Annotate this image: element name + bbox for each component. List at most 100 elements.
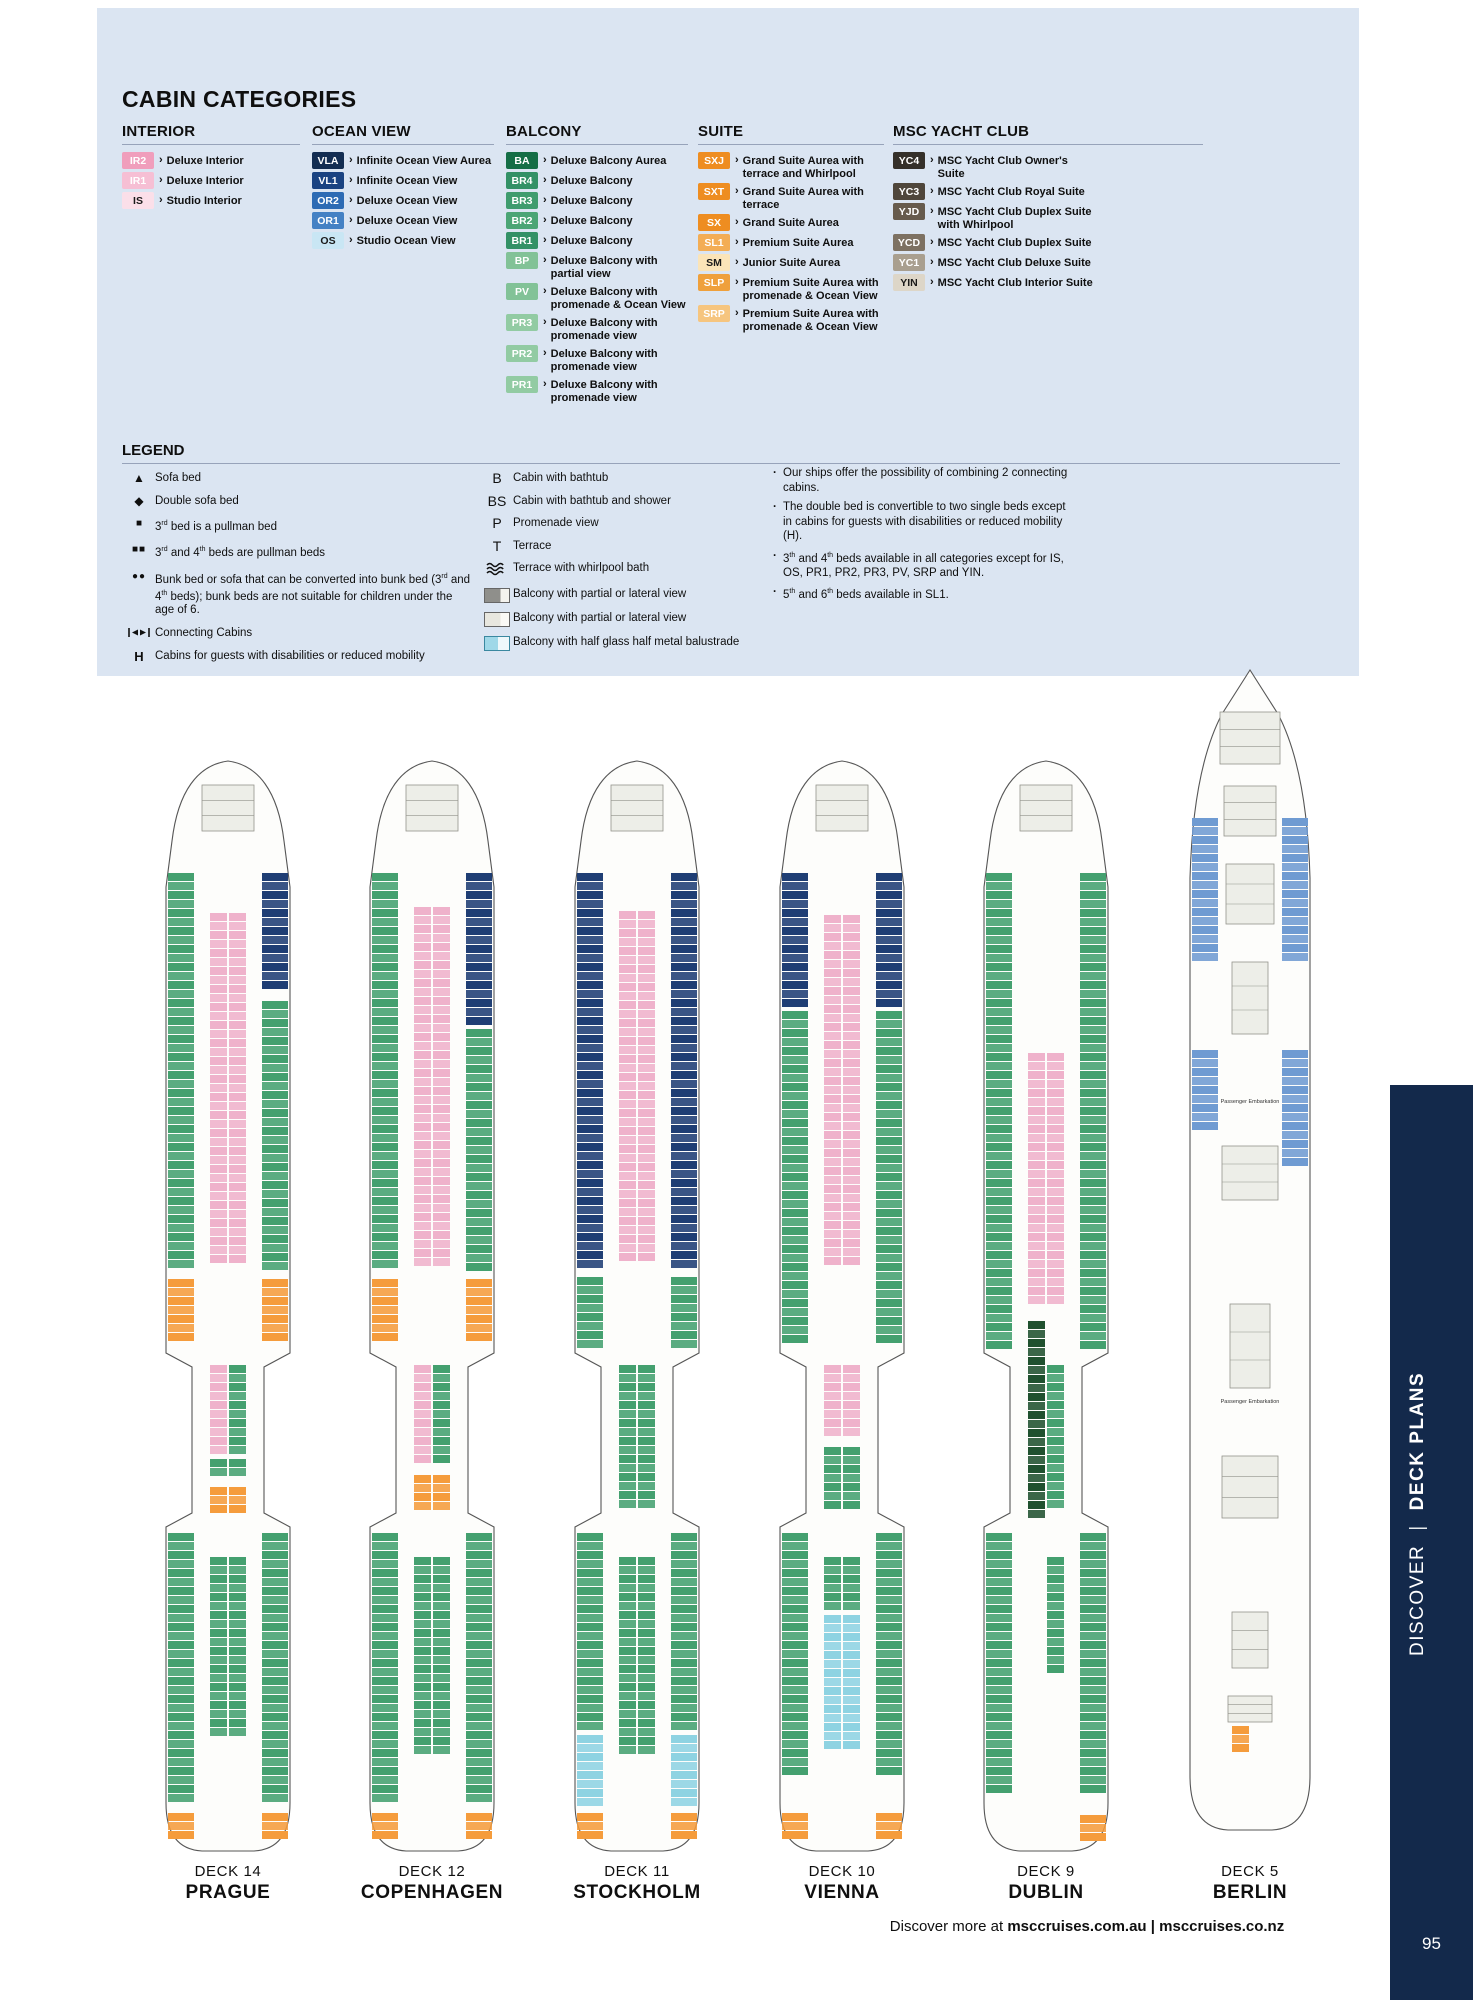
legend-symbol-row: ■3rd bed is a pullman bed	[123, 517, 473, 534]
category-row: PR2›Deluxe Balcony with promenade view	[506, 345, 688, 373]
bathtub-icon: B	[492, 470, 502, 486]
pullman-beds-icon: ■■	[131, 544, 147, 556]
legend-label: Sofa bed	[155, 472, 202, 484]
note-text: 3th and 4th beds available in all catego…	[783, 551, 1064, 579]
category-code-badge: IR2	[122, 152, 154, 169]
category-row: OR1›Deluxe Ocean View	[312, 212, 494, 229]
category-code-badge: BR3	[506, 192, 538, 209]
category-row: BR2 ›Deluxe Balcony	[506, 212, 688, 229]
category-code-badge: BA	[506, 152, 538, 169]
category-description: Studio Interior	[166, 195, 242, 207]
category-row: SL1›Premium Suite Aurea	[698, 234, 884, 251]
category-row: IR2›Deluxe Interior	[122, 152, 300, 169]
category-description: Grand Suite Aurea with terrace and Whirl…	[742, 155, 864, 180]
deck-name: COPENHAGEN	[360, 1882, 504, 1903]
deck-plan-stockholm	[557, 755, 717, 1855]
whirlpool-terrace-icon	[481, 562, 513, 579]
category-row: SXT›Grand Suite Aurea with terrace	[698, 183, 884, 211]
category-code-badge: IR1	[122, 172, 154, 189]
category-row: YIN›MSC Yacht Club Interior Suite	[893, 274, 1203, 291]
sidebar-section-label: DISCOVER	[1407, 1544, 1428, 1656]
category-row: SX ›Grand Suite Aurea	[698, 214, 884, 231]
balcony-balustrade-swatch	[481, 636, 513, 651]
category-description: Premium Suite Aurea	[742, 237, 854, 249]
chevron-icon: ›	[159, 154, 163, 166]
chevron-icon: ›	[735, 216, 739, 228]
category-row: IR1›Deluxe Interior	[122, 172, 300, 189]
category-row: YJD›MSC Yacht Club Duplex Suite with Whi…	[893, 203, 1203, 231]
deck-plan-prague	[148, 755, 308, 1855]
category-description: Deluxe Balcony with partial view	[550, 255, 658, 280]
category-row: VLA›Infinite Ocean View Aurea	[312, 152, 494, 169]
legend-label: Terrace	[513, 539, 552, 552]
category-code-badge: OR1	[312, 212, 344, 229]
category-row: PR1›Deluxe Balcony with promenade view	[506, 376, 688, 404]
legend-note: ·3th and 4th beds available in all categ…	[773, 549, 1073, 581]
deck-number: DECK 11	[604, 1863, 670, 1880]
category-code-badge: YCD	[893, 234, 925, 251]
category-description: MSC Yacht Club Deluxe Suite	[937, 257, 1091, 269]
page-title: CABIN CATEGORIES	[122, 86, 357, 112]
bunk-bed-icon: ●●	[131, 570, 147, 582]
chevron-icon: ›	[543, 174, 547, 186]
category-description: MSC Yacht Club Duplex Suite with Whirlpo…	[937, 206, 1092, 231]
deck-label-dublin: DECK 9 DUBLIN	[936, 1862, 1156, 1905]
category-code-badge: SM	[698, 254, 730, 271]
category-code-badge: YC3	[893, 183, 925, 200]
chevron-icon: ›	[349, 174, 353, 186]
legend-note: ·Our ships offer the possibility of comb…	[773, 466, 1073, 495]
category-row: YC1›MSC Yacht Club Deluxe Suite	[893, 254, 1203, 271]
category-row: YC4›MSC Yacht Club Owner's Suite	[893, 152, 1203, 180]
footer-prefix: Discover more at	[889, 1918, 1008, 1935]
footer-separator: |	[1146, 1918, 1160, 1935]
category-description: MSC Yacht Club Duplex Suite	[937, 237, 1092, 249]
category-code-badge: SX	[698, 214, 730, 231]
bathtub-shower-icon: BS	[487, 492, 507, 509]
ship-outline-svg	[574, 760, 700, 1852]
category-code-badge: VL1	[312, 172, 344, 189]
category-header: MSC YACHT CLUB	[893, 123, 1030, 140]
deck-number: DECK 14	[194, 1863, 262, 1880]
category-row: SM›Junior Suite Aurea	[698, 254, 884, 271]
chevron-icon: ›	[349, 194, 353, 206]
category-code-badge: VLA	[312, 152, 344, 169]
chevron-icon: ›	[735, 236, 739, 248]
legend-notes-column: ·Our ships offer the possibility of comb…	[773, 466, 1073, 608]
category-row: SLP›Premium Suite Aurea with promenade &…	[698, 274, 884, 302]
category-code-badge: SRP	[698, 305, 730, 322]
category-description: Premium Suite Aurea with promenade & Oce…	[742, 308, 879, 333]
ship-outline-svg	[983, 760, 1109, 1852]
legend-note: ·The double bed is convertible to two si…	[773, 500, 1073, 544]
deck-name: DUBLIN	[1008, 1882, 1084, 1903]
category-code-badge: PR3	[506, 314, 538, 331]
ship-annotation: Passenger Embarkation	[1221, 1099, 1280, 1105]
deck-name: VIENNA	[804, 1882, 880, 1903]
deck-number: DECK 9	[1017, 1863, 1075, 1880]
ship-outline-svg	[779, 760, 905, 1852]
category-description: Deluxe Balcony	[550, 215, 633, 227]
legend-note: ·5th and 6th beds available in SL1.	[773, 585, 1073, 602]
chevron-icon: ›	[543, 234, 547, 246]
chevron-icon: ›	[930, 185, 934, 197]
category-row: BR3›Deluxe Balcony	[506, 192, 688, 209]
deck-number: DECK 10	[808, 1863, 876, 1880]
legend-label: Promenade view	[513, 517, 599, 529]
terrace-icon: T	[492, 537, 502, 554]
category-code-badge: BR2	[506, 212, 538, 229]
chevron-icon: ›	[543, 214, 547, 226]
category-description: Grand Suite Aurea	[742, 217, 839, 229]
category-header: BALCONY	[506, 123, 582, 140]
chevron-icon: ›	[349, 214, 353, 226]
chevron-icon: ›	[735, 307, 739, 319]
double-sofa-bed-icon: ◆	[134, 493, 144, 508]
category-code-badge: BR4	[506, 172, 538, 189]
category-code-badge: IS	[122, 192, 154, 209]
legend-symbol-row: Connecting Cabins	[123, 627, 473, 641]
